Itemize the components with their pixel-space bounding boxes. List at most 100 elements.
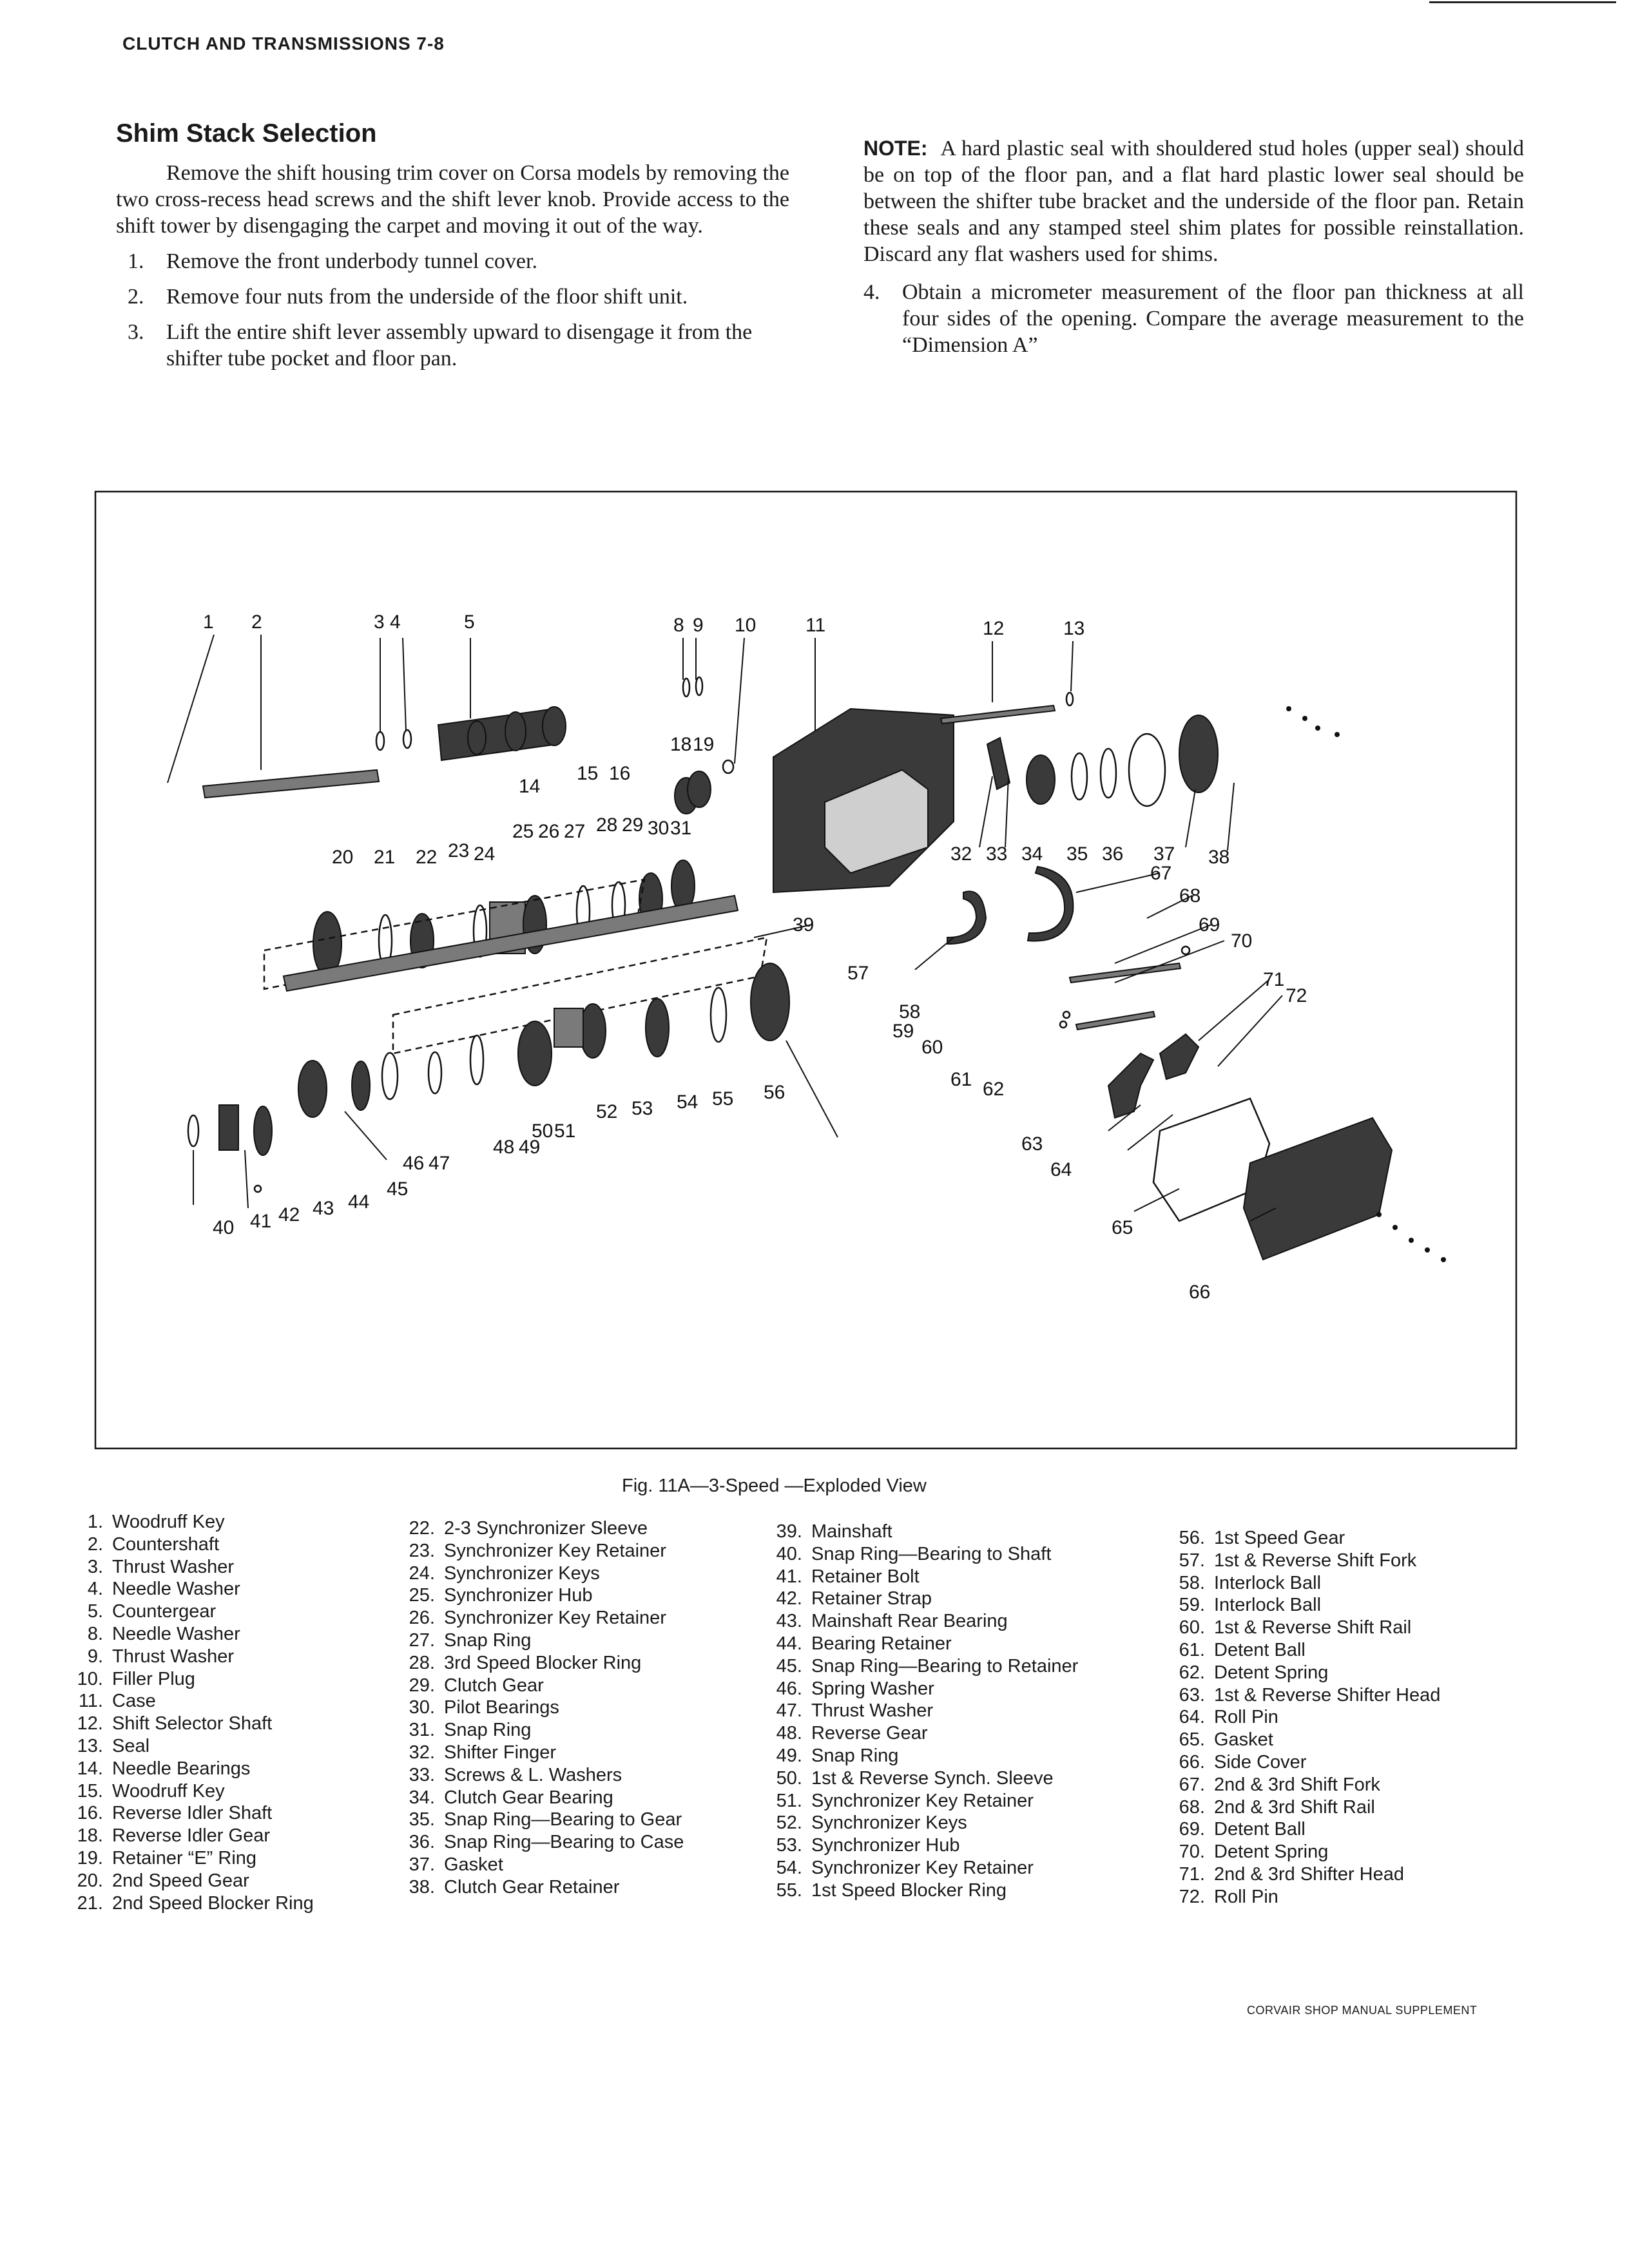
callout: 66 — [1189, 1282, 1210, 1303]
shift-selector-shaft — [940, 704, 1056, 725]
shifter-heads — [1107, 1033, 1200, 1119]
note-paragraph: NOTE: A hard plastic seal with shouldere… — [863, 135, 1524, 267]
legend-item: 42.Retainer Strap — [776, 1588, 932, 1610]
parts-legend-col1: 1.Woodruff Key 2.Countershaft 3.Thrust W… — [71, 1511, 314, 1914]
legend-item: 67.2nd & 3rd Shift Fork — [1179, 1774, 1380, 1795]
callout: 49 — [519, 1137, 540, 1158]
callout: 13 — [1063, 618, 1084, 639]
callout: 41 — [250, 1211, 271, 1232]
callout: 30 — [648, 818, 669, 839]
callout: 65 — [1112, 1217, 1133, 1238]
callout: 71 — [1263, 969, 1284, 990]
legend-item: 61.Detent Ball — [1179, 1639, 1306, 1660]
callout: 45 — [387, 1178, 408, 1200]
legend-item: 59.Interlock Ball — [1179, 1595, 1322, 1616]
legend-item: 23.Synchronizer Key Retainer — [409, 1540, 666, 1561]
callout: 52 — [596, 1101, 617, 1122]
step-item: 1.Remove the front underbody tunnel cove… — [128, 249, 537, 273]
header-rule — [1429, 1, 1616, 3]
callout: 46 — [403, 1153, 424, 1174]
page-header: CLUTCH AND TRANSMISSIONS 7-8 — [122, 34, 445, 53]
callout: 58 — [899, 1001, 920, 1023]
legend-item: 12.Shift Selector Shaft — [77, 1713, 273, 1735]
legend-item: 44.Bearing Retainer — [776, 1633, 952, 1654]
callout: 12 — [983, 618, 1004, 639]
callout: 3 4 — [374, 611, 401, 633]
callout: 1 — [203, 611, 214, 633]
intro-paragraph: Remove the shift housing trim cover on C… — [116, 161, 789, 238]
legend-item: 9.Thrust Washer — [87, 1646, 235, 1667]
legend-item: 46.Spring Washer — [776, 1678, 934, 1699]
step-4-text: Obtain a micrometer measurement of the f… — [902, 280, 1524, 357]
callout: 35 — [1066, 843, 1088, 865]
legend-item: 56.1st Speed Gear — [1179, 1528, 1345, 1548]
legend-item: 40.Snap Ring—Bearing to Shaft — [776, 1543, 1052, 1564]
callout: 59 — [892, 1021, 914, 1042]
legend-item: 3.Thrust Washer — [87, 1556, 235, 1577]
legend-item: 13.Seal — [77, 1735, 150, 1756]
callout: 43 — [313, 1198, 334, 1219]
rear-bearing-parts — [187, 1104, 273, 1193]
callout: 54 — [677, 1091, 698, 1113]
legend-item: 39.Mainshaft — [776, 1521, 892, 1542]
legend-item: 22.2-3 Synchronizer Sleeve — [409, 1518, 648, 1539]
callout: 18 — [670, 734, 691, 755]
legend-item: 4.Needle Washer — [87, 1579, 240, 1600]
note-text: A hard plastic seal with shouldered stud… — [863, 137, 1525, 266]
legend-item: 32.Shifter Finger — [409, 1742, 557, 1763]
clutch-gear-parts — [986, 706, 1340, 807]
thrust-washer — [375, 731, 385, 751]
legend-item: 49.Snap Ring — [776, 1745, 899, 1766]
callout: 22 — [416, 847, 437, 868]
callout: 23 — [448, 840, 469, 861]
callout: 57 — [847, 963, 869, 984]
legend-item: 51.Synchronizer Key Retainer — [776, 1790, 1034, 1811]
legend-item: 43.Mainshaft Rear Bearing — [776, 1611, 1008, 1632]
legend-item: 5.Countergear — [87, 1601, 217, 1622]
legend-item: 36.Snap Ring—Bearing to Case — [409, 1832, 684, 1853]
legend-item: 18.Reverse Idler Gear — [77, 1825, 270, 1847]
legend-item: 25.Synchronizer Hub — [409, 1585, 593, 1606]
callout: 64 — [1050, 1159, 1072, 1180]
legend-item: 53.Synchronizer Hub — [776, 1835, 960, 1856]
callout: 63 — [1021, 1133, 1043, 1155]
callout: 48 — [493, 1137, 514, 1158]
callout: 62 — [983, 1079, 1004, 1100]
seal — [1065, 691, 1074, 707]
parts-legend-col2: 22.2-3 Synchronizer Sleeve 23.Synchroniz… — [403, 1517, 684, 1899]
callout: 42 — [278, 1204, 300, 1225]
legend-item: 20.2nd Speed Gear — [77, 1870, 249, 1891]
legend-item: 63.1st & Reverse Shifter Head — [1179, 1684, 1441, 1706]
legend-item: 27.Snap Ring — [409, 1629, 532, 1651]
callout: 56 — [764, 1082, 785, 1103]
legend-item: 29.Clutch Gear — [409, 1675, 544, 1696]
legend-item: 58.Interlock Ball — [1179, 1572, 1322, 1593]
callout: 27 — [564, 821, 585, 842]
leader-lines — [167, 634, 1283, 1222]
legend-item: 11.Case — [78, 1691, 156, 1712]
lower-gear-train — [298, 963, 790, 1118]
callout-labels: 1 2 3 4 5 8 9 10 11 12 13 18 19 14 15 16… — [203, 611, 1307, 1303]
callout: 29 — [622, 814, 643, 836]
callout: 36 — [1102, 843, 1123, 865]
parts-legend-col4: 56.1st Speed Gear 57.1st & Reverse Shift… — [1173, 1527, 1441, 1908]
callout: 33 — [986, 843, 1007, 865]
callout: 67 — [1150, 863, 1171, 884]
reverse-idler-gear — [674, 676, 735, 814]
callout: 37 — [1153, 843, 1175, 865]
callout: 9 — [693, 615, 704, 636]
step-item: 2.Remove four nuts from the underside of… — [128, 285, 688, 309]
callout: 10 — [735, 615, 756, 636]
legend-item: 38.Clutch Gear Retainer — [409, 1876, 620, 1898]
legend-item: 26.Synchronizer Key Retainer — [409, 1608, 666, 1629]
callout: 34 — [1021, 843, 1043, 865]
figure-frame — [94, 490, 1518, 1450]
parts-legend-col3: 39.Mainshaft 40.Snap Ring—Bearing to Sha… — [770, 1521, 1079, 1902]
callout: 72 — [1286, 985, 1307, 1006]
legend-item: 54.Synchronizer Key Retainer — [776, 1857, 1034, 1878]
legend-item: 30.Pilot Bearings — [409, 1697, 559, 1718]
transmission-case — [773, 707, 954, 894]
callout: 20 — [332, 847, 353, 868]
countershaft — [202, 769, 380, 799]
figure-caption: Fig. 11A—3-Speed —Exploded View — [622, 1475, 927, 1496]
